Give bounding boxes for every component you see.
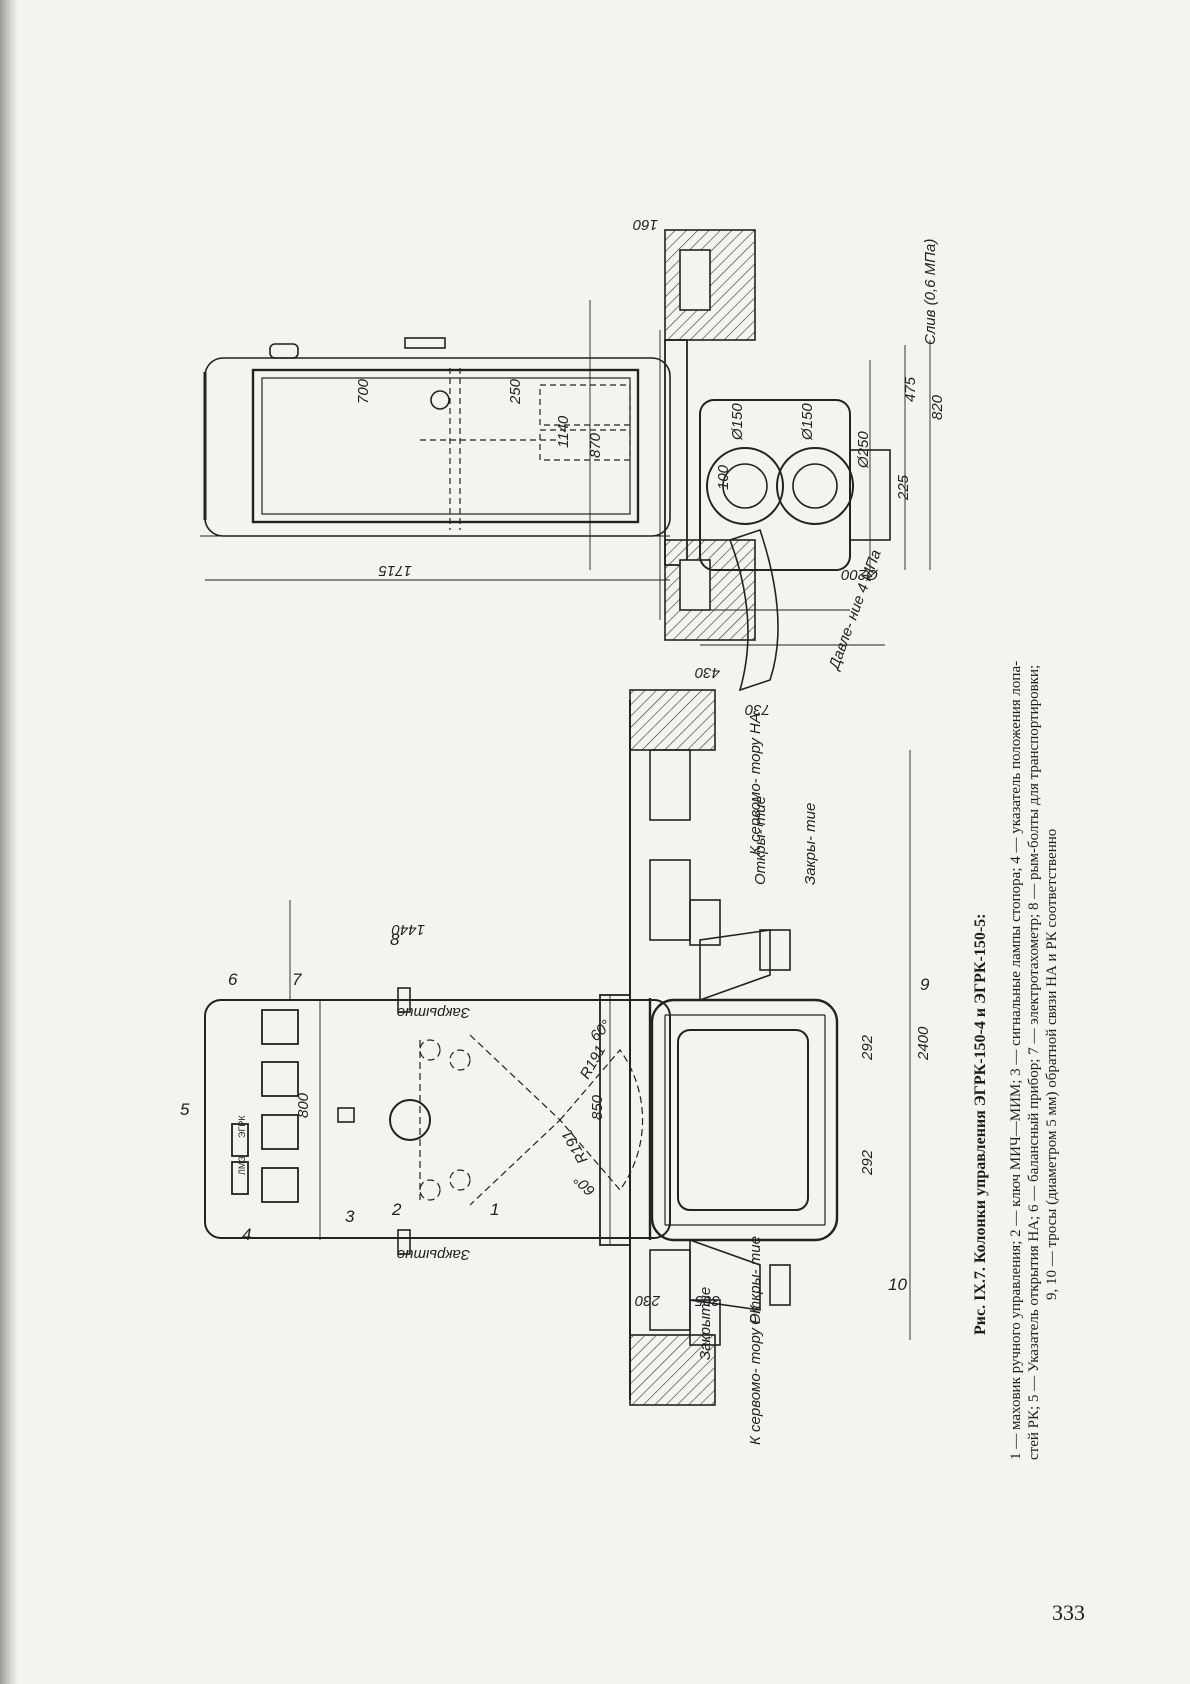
dim-870: 870: [587, 432, 604, 458]
caption-line-1: 1 — маховик ручного управления; 2 — ключ…: [1008, 661, 1024, 1460]
front-hidden-linkage: [419, 1034, 644, 1206]
handwheel-bottom: [397, 1229, 411, 1255]
callout-6: 6: [228, 970, 238, 989]
plate-text-egrk: ЭГРК: [237, 1115, 247, 1138]
side-supply-pipe: [728, 528, 779, 692]
dim-2400: 2400: [915, 1026, 932, 1061]
side-hidden-mechanism: [420, 368, 631, 530]
dim-225: 225: [895, 474, 912, 501]
side-handwheel: [404, 337, 446, 349]
label-open-rk: Откры- тие: [747, 1236, 764, 1325]
dim-230: 230: [634, 1292, 661, 1309]
plate-text-lmz: ЛМЗ: [237, 1156, 247, 1175]
front-valve-block: [650, 998, 839, 1242]
front-slot-3: [649, 1249, 691, 1331]
dim-800: 800: [295, 1092, 312, 1118]
side-valve-left-inner: [722, 463, 768, 509]
side-eyebolt: [269, 343, 299, 359]
dim-730: 730: [744, 701, 770, 718]
front-valve-inner: [677, 1029, 809, 1211]
caption-title: Рис. IX.7. Колонки управления ЭГРК-150-4…: [972, 914, 989, 1336]
front-nozzles: [689, 899, 791, 1346]
side-indicator-knob: [430, 390, 450, 410]
dim-1715: 1715: [378, 562, 412, 579]
front-slot-1: [649, 749, 691, 821]
instrument-7: [261, 1009, 299, 1045]
label-close-right: Закрытие: [397, 1004, 470, 1021]
dim-d200: Ø200: [841, 566, 879, 583]
dim-292-top: 292: [859, 1034, 876, 1061]
dim-250: 250: [507, 378, 524, 405]
plate-egrk: [231, 1123, 249, 1157]
side-door-panel: [251, 368, 640, 524]
label-close-na: Закры- тие: [802, 803, 819, 885]
radius-191-top: R191: [577, 1042, 610, 1082]
caption-line-2: стей РК; 5 — Указатель открытия НА; 6 — …: [1026, 665, 1042, 1460]
figure-caption: Рис. IX.7. Колонки управления ЭГРК-150-4…: [972, 661, 1060, 1460]
label-close-left: Закрытие: [397, 1246, 470, 1263]
dim-1140: 1140: [555, 415, 572, 448]
dim-850: 850: [589, 1094, 606, 1120]
instrument-4: [261, 1167, 299, 1203]
instrument-6: [261, 1061, 299, 1097]
callout-4: 4: [242, 1225, 251, 1244]
front-dimension-texts: 1440 800 850 2400 292 292 305 230 60° 60…: [180, 713, 932, 1445]
front-slot-2: [649, 859, 691, 941]
dim-1440: 1440: [391, 921, 425, 938]
side-door-inner: [261, 377, 631, 515]
dim-d150-left: Ø150: [729, 403, 746, 441]
label-servo-rk: К сервомо- тору РК: [747, 1304, 764, 1445]
side-valve-right-inner: [792, 463, 838, 509]
callout-10: 10: [888, 1275, 907, 1294]
dim-160: 160: [632, 216, 658, 233]
callout-8: 8: [390, 930, 400, 949]
angle-60-top: 60°: [587, 1017, 615, 1045]
callout-1: 1: [490, 1200, 499, 1219]
side-dimension-lines: [200, 300, 931, 646]
radius-191-bottom: R191: [559, 1127, 592, 1167]
side-valve-right: [776, 447, 854, 525]
front-cabinet-body: [204, 999, 671, 1239]
dim-820: 820: [929, 394, 946, 420]
dim-475: 475: [902, 376, 919, 402]
front-bolt-pattern: [664, 1014, 826, 1226]
handwheel-top: [397, 987, 411, 1013]
dim-292-bottom: 292: [859, 1149, 876, 1176]
front-center-window: [389, 1099, 431, 1141]
front-foundation: [629, 689, 716, 1406]
dim-430: 430: [694, 664, 720, 681]
side-foundation: [664, 229, 756, 641]
dim-d150-right: Ø150: [799, 403, 816, 441]
side-valve-left: [706, 447, 784, 525]
callout-2: 2: [391, 1200, 402, 1219]
callout-7: 7: [292, 970, 302, 989]
page-number: 333: [1052, 1600, 1085, 1625]
key-mich-mim: [337, 1107, 355, 1123]
plate-lmz: [231, 1161, 249, 1195]
dim-d250: Ø250: [855, 431, 872, 469]
dim-305: 305: [694, 1292, 720, 1309]
instrument-5: [261, 1114, 299, 1150]
side-dimension-texts: 1715 1140 870 700 250 160 475 820 225 10…: [355, 216, 946, 718]
callout-3: 3: [345, 1207, 355, 1226]
dim-700: 700: [355, 378, 372, 404]
book-spine-shadow: [0, 0, 18, 1684]
caption-line-3: 9, 10 — тросы (диаметром 5 мм) обратной …: [1044, 829, 1060, 1300]
side-base-plate: [664, 339, 688, 566]
callout-9: 9: [920, 975, 930, 994]
label-close-rk: Закрытие: [697, 1287, 714, 1360]
label-open-na: Откры- тие: [752, 796, 769, 885]
label-servo-na: К сервомо- тору НА: [747, 713, 764, 855]
angle-60-bottom: 60°: [571, 1171, 599, 1199]
label-drain: Слив (0,6 МПа): [922, 239, 939, 345]
front-view: [204, 689, 911, 1406]
front-instruments: [231, 1009, 299, 1203]
callout-5: 5: [180, 1100, 190, 1119]
side-view: [200, 229, 931, 692]
dim-100: 100: [715, 464, 732, 490]
